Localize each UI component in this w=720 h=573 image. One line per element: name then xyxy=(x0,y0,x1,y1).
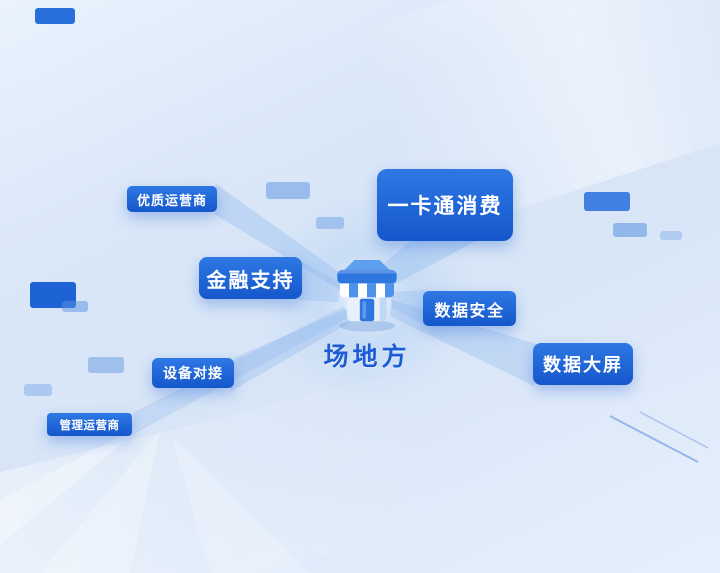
beam-to-card-payment xyxy=(374,240,478,288)
accent-line xyxy=(609,415,699,463)
decor-rect xyxy=(316,217,344,229)
decor-rect xyxy=(62,301,88,312)
center-node xyxy=(322,244,412,339)
decor-rect xyxy=(660,231,682,240)
decor-rect xyxy=(24,384,52,396)
decor-rect xyxy=(266,182,310,199)
light-ray xyxy=(0,420,150,545)
beam-to-management-operators xyxy=(130,306,348,436)
decor-rect xyxy=(584,192,630,211)
decor-rect xyxy=(613,223,647,237)
node-device-integration: 设备对接 xyxy=(152,358,234,388)
decor-rect xyxy=(88,357,124,373)
beam-to-device-integration xyxy=(230,308,354,392)
node-data-security: 数据安全 xyxy=(423,291,516,326)
light-ray xyxy=(172,436,310,573)
node-financial-support: 金融支持 xyxy=(199,257,302,299)
node-card-payment: 一卡通消费 xyxy=(377,169,513,241)
accent-line xyxy=(639,411,709,449)
beam-to-data-security xyxy=(390,290,426,326)
node-management-operators: 管理运营商 xyxy=(47,413,132,436)
light-ray xyxy=(40,430,160,573)
storefront-icon xyxy=(337,260,397,332)
beam-to-financial-support xyxy=(298,262,340,302)
node-data-dashboard: 数据大屏 xyxy=(533,343,633,385)
decor-rect xyxy=(35,8,75,24)
node-quality-operators: 优质运营商 xyxy=(127,186,217,212)
beam-to-quality-operators xyxy=(214,184,356,296)
center-label: 场地方 xyxy=(323,342,411,371)
